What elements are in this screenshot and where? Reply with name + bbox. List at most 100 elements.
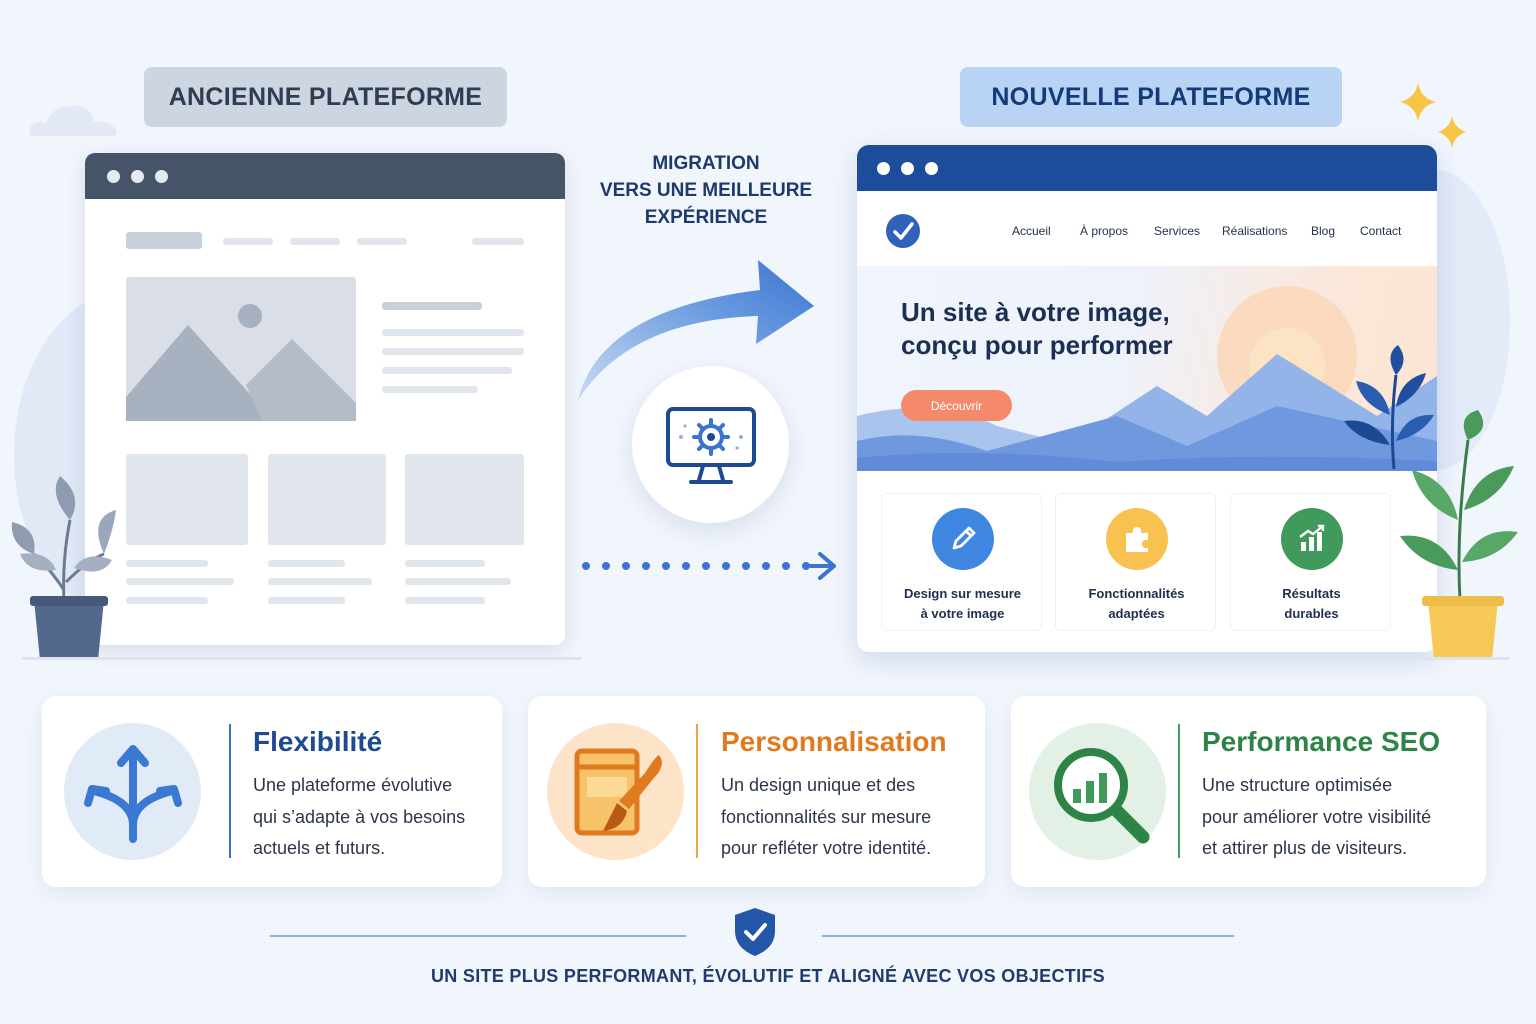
new-browser-window: Accueil À propos Services Réalisations B… xyxy=(857,145,1437,652)
old-text-placeholder xyxy=(382,348,524,355)
migration-line-3: EXPÉRIENCE xyxy=(644,207,768,228)
nav-link-services[interactable]: Services xyxy=(1154,224,1201,238)
sparkle-icon xyxy=(1400,82,1466,148)
site-logo-icon[interactable] xyxy=(885,213,921,249)
card-description-line: Une structure optimisée xyxy=(1202,775,1393,795)
card-description-line: Un design unique et des xyxy=(721,775,916,795)
image-placeholder-icon xyxy=(126,277,356,421)
old-logo-placeholder xyxy=(126,232,202,249)
old-nav-placeholder xyxy=(472,238,524,245)
card-title: Performance SEO xyxy=(1202,726,1441,757)
feature-card-functionality: Fonctionnalités adaptées xyxy=(1055,493,1216,631)
card-description-line: Une plateforme évolutive xyxy=(253,775,453,795)
window-dot-icon xyxy=(155,170,168,183)
old-card-placeholder xyxy=(126,454,248,545)
hero-title-line-1: Un site à votre image, xyxy=(901,297,1170,327)
discover-button[interactable]: Découvrir xyxy=(901,390,1012,421)
old-card-placeholder xyxy=(268,454,386,545)
window-dot-icon xyxy=(107,170,120,183)
old-text-placeholder xyxy=(126,578,234,585)
card-description: Un design unique et des fonctionnalités … xyxy=(721,770,931,865)
growth-chart-icon xyxy=(1281,508,1343,570)
monitor-gear-icon xyxy=(666,407,756,484)
card-description-line: et attirer plus de visiteurs. xyxy=(1202,838,1408,858)
old-text-placeholder xyxy=(382,386,478,393)
window-dot-icon xyxy=(925,162,938,175)
feature-label: Résultats durables xyxy=(1231,584,1392,624)
nav-link-contact[interactable]: Contact xyxy=(1360,224,1402,238)
ground-line xyxy=(1410,657,1510,660)
feature-label-line: Fonctionnalités xyxy=(1088,586,1185,601)
old-text-placeholder xyxy=(126,597,208,604)
feature-card-results: Résultats durables xyxy=(1230,493,1391,631)
curved-arrow-icon xyxy=(578,260,814,400)
card-divider xyxy=(1178,724,1180,858)
old-text-placeholder xyxy=(382,367,512,374)
feature-label-line: adaptées xyxy=(1108,606,1165,621)
old-text-placeholder xyxy=(405,578,511,585)
nav-link-realisations[interactable]: Réalisations xyxy=(1222,224,1288,238)
magnifier-chart-icon xyxy=(1029,723,1166,860)
new-platform-label: NOUVELLE PLATEFORME xyxy=(960,67,1342,127)
card-title: Flexibilité xyxy=(253,726,383,757)
window-dot-icon xyxy=(131,170,144,183)
card-description: Une structure optimisée pour améliorer v… xyxy=(1202,770,1431,865)
feature-label: Design sur mesure à votre image xyxy=(882,584,1043,624)
cloud-icon xyxy=(29,105,117,136)
green-potted-plant-icon xyxy=(1400,410,1518,660)
pencil-icon xyxy=(932,508,994,570)
feature-label-line: à votre image xyxy=(920,606,1005,621)
benefit-card-personalization: Personnalisation Un design unique et des… xyxy=(528,696,985,887)
old-text-placeholder xyxy=(405,560,485,567)
feature-label-line: Résultats xyxy=(1282,586,1341,601)
benefit-card-seo: Performance SEO Une structure optimisée … xyxy=(1011,696,1486,887)
hero-title: Un site à votre image, conçu pour perfor… xyxy=(901,296,1173,362)
old-nav-placeholder xyxy=(223,238,273,245)
nav-link-a-propos[interactable]: À propos xyxy=(1080,224,1129,238)
old-text-placeholder xyxy=(382,329,524,336)
card-divider xyxy=(229,724,231,858)
footer-line-right xyxy=(822,935,1234,937)
window-dot-icon xyxy=(877,162,890,175)
potted-plant-icon xyxy=(11,476,116,660)
migration-line-2: VERS UNE MEILLEURE xyxy=(599,180,813,201)
mountain-landscape-icon xyxy=(857,286,1437,471)
card-description-line: qui s’adapte à vos besoins xyxy=(253,806,466,827)
window-dot-icon xyxy=(901,162,914,175)
card-description-line: pour améliorer votre visibilité xyxy=(1202,806,1432,827)
old-nav-placeholder xyxy=(357,238,407,245)
old-heading-placeholder xyxy=(382,302,482,310)
branching-arrows-icon xyxy=(64,723,201,860)
old-text-placeholder xyxy=(268,597,345,604)
card-description: Une plateforme évolutive qui s’adapte à … xyxy=(253,770,465,865)
card-divider xyxy=(696,724,698,858)
old-text-placeholder xyxy=(268,560,345,567)
feature-card-design: Design sur mesure à votre image xyxy=(881,493,1042,631)
blue-plant-icon xyxy=(1344,345,1434,470)
puzzle-icon xyxy=(1106,508,1168,570)
hero-title-line-2: conçu pour performer xyxy=(901,330,1173,360)
feature-label-line: Design sur mesure xyxy=(903,586,1022,601)
old-platform-label: ANCIENNE PLATEFORME xyxy=(144,67,507,127)
old-nav-placeholder xyxy=(290,238,340,245)
migration-line-1: MIGRATION xyxy=(652,153,760,174)
nav-link-blog[interactable]: Blog xyxy=(1311,224,1336,238)
gear-monitor-badge xyxy=(632,366,789,523)
card-description-line: actuels et futurs. xyxy=(253,838,386,858)
hero-section: Un site à votre image, conçu pour perfor… xyxy=(857,266,1437,471)
old-text-placeholder xyxy=(126,560,208,567)
footer-tagline: UN SITE PLUS PERFORMANT, ÉVOLUTIF ET ALI… xyxy=(431,966,1105,986)
migration-caption: MIGRATION VERS UNE MEILLEURE EXPÉRIENCE xyxy=(596,150,816,231)
card-description-line: pour refléter votre identité. xyxy=(721,838,932,858)
nav-link-accueil[interactable]: Accueil xyxy=(1012,224,1051,238)
feature-label-line: durables xyxy=(1284,606,1339,621)
card-description-line: fonctionnalités sur mesure xyxy=(721,806,932,827)
old-browser-titlebar xyxy=(85,153,565,199)
dotted-arrow-icon xyxy=(582,552,836,580)
shield-check-icon xyxy=(735,908,775,956)
design-brush-icon xyxy=(547,723,684,860)
new-browser-titlebar xyxy=(857,145,1437,191)
ground-line xyxy=(22,657,582,660)
old-browser-window xyxy=(85,153,565,645)
old-text-placeholder xyxy=(405,597,485,604)
